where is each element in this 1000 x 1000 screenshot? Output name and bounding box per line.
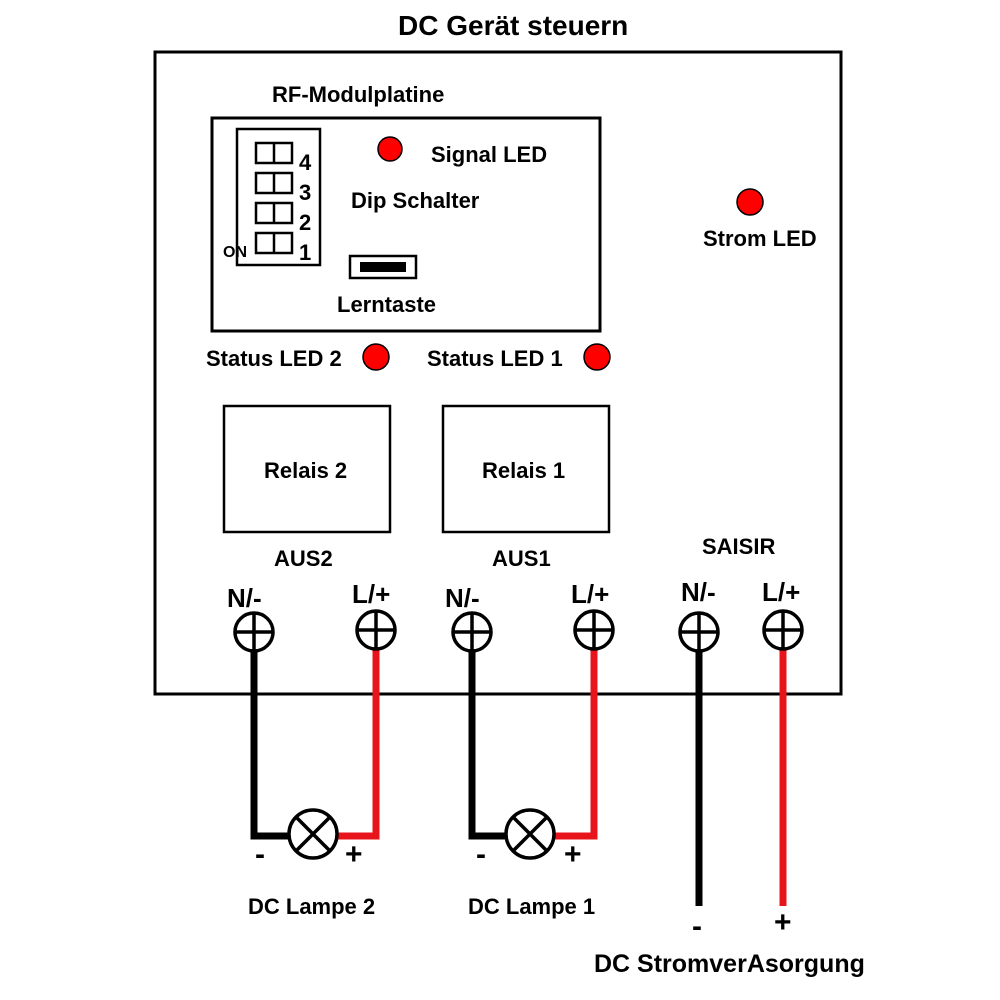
learn-button [348, 254, 418, 280]
lamp-2-positive-wire [336, 648, 380, 840]
relay-2-label: Relais 2 [264, 458, 348, 483]
supply-minus-sign: - [692, 910, 702, 943]
lamp-1-label: DC Lampe 1 [468, 894, 596, 919]
terminal-input-negative [678, 611, 720, 653]
dip-switch-label: Dip Schalter [351, 188, 480, 213]
lamp-2-icon [287, 808, 339, 860]
power-led [736, 188, 764, 216]
dip-number-2: 2 [299, 210, 312, 235]
lamp-2-plus-sign: + [345, 838, 363, 871]
lamp-2-negative-wire [250, 652, 290, 840]
power-led-label: Strom LED [703, 226, 817, 251]
terminal-aus2-negative-label: N/- [227, 583, 262, 613]
status-led-1-label: Status LED 1 [427, 346, 563, 371]
dip-number-3: 3 [299, 180, 312, 205]
lamp-1-plus-sign: + [564, 838, 582, 871]
relay-1-label: Relais 1 [482, 458, 566, 483]
terminal-aus1-positive [573, 609, 615, 651]
lamp-2-label: DC Lampe 2 [248, 894, 376, 919]
dip-switch [235, 127, 322, 267]
terminal-input-negative-label: N/- [681, 577, 716, 607]
dip-switch-2 [254, 201, 294, 225]
terminal-input-positive-label: L/+ [762, 577, 801, 607]
lamp-1-negative-wire [468, 652, 506, 840]
lamp-2-minus-sign: - [255, 838, 265, 871]
input-label: SAISIR [702, 534, 776, 559]
dip-on-label: ON [223, 244, 247, 261]
device-box [153, 50, 843, 696]
signal-led-label: Signal LED [431, 142, 548, 167]
learn-button-label: Lerntaste [337, 292, 437, 317]
relay-1-box [441, 404, 611, 534]
supply-plus-sign: + [774, 906, 792, 939]
terminal-input-positive [762, 609, 804, 651]
dip-number-1: 1 [299, 240, 312, 265]
terminal-aus2-negative [233, 611, 275, 653]
terminal-aus1-negative-label: N/- [445, 583, 480, 613]
terminal-aus1-positive-label: L/+ [571, 579, 610, 609]
status-led-2-label: Status LED 2 [206, 346, 342, 371]
status-led-1 [583, 343, 611, 371]
output-1-label: AUS1 [492, 546, 551, 571]
terminal-aus2-positive [355, 609, 397, 651]
lamp-1-minus-sign: - [476, 838, 486, 871]
dip-switch-3 [254, 171, 294, 195]
supply-label: DC StromverAsorgung [594, 950, 865, 978]
rf-module-title: RF-Modulplatine [272, 82, 445, 107]
relay-2-box [222, 404, 392, 534]
dip-switch-4 [254, 141, 294, 165]
output-2-label: AUS2 [274, 546, 333, 571]
terminal-aus1-negative [451, 611, 493, 653]
lamp-1-positive-wire [554, 648, 598, 840]
dip-number-4: 4 [299, 150, 312, 175]
lamp-1-icon [504, 808, 556, 860]
rf-module-board [210, 116, 602, 333]
page-title: DC Gerät steuern [398, 10, 629, 41]
dip-switch-1 [254, 231, 294, 255]
status-led-2 [362, 343, 390, 371]
signal-led [377, 136, 403, 162]
terminal-aus2-positive-label: L/+ [352, 579, 391, 609]
